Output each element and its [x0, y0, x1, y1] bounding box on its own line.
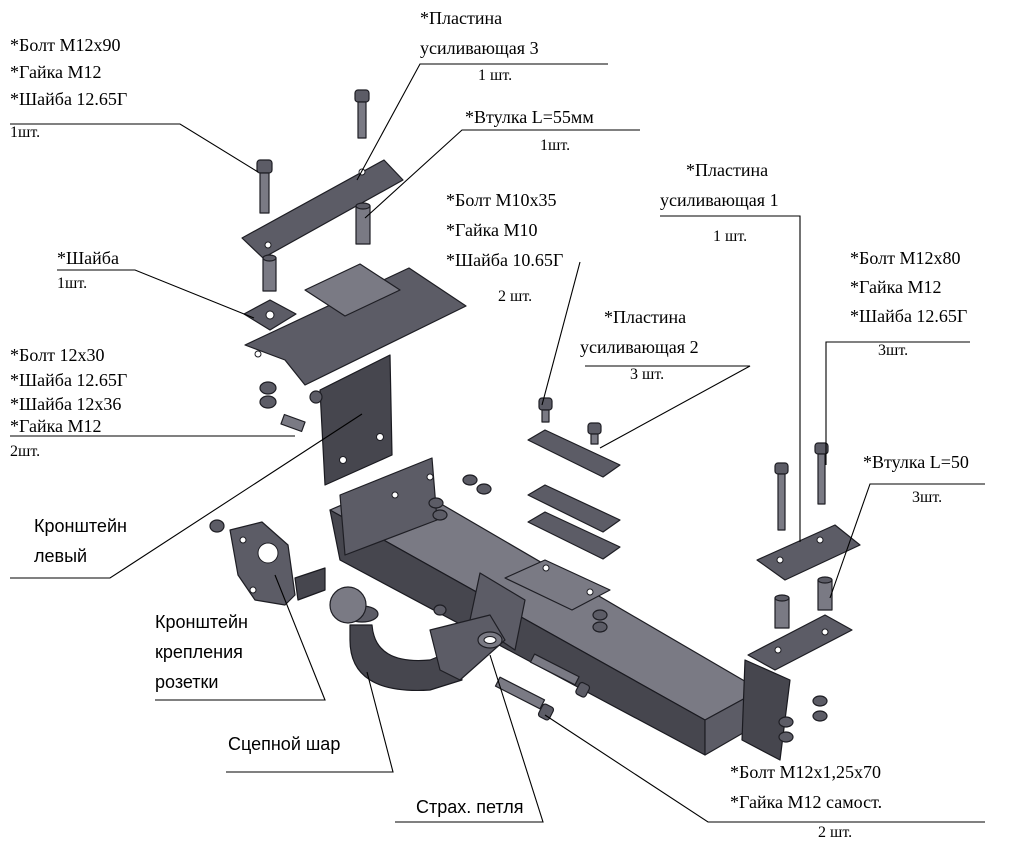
socket-bracket [209, 519, 326, 606]
nuts-right [778, 695, 828, 743]
bolt-top [354, 89, 370, 139]
nuts-middle [428, 474, 492, 521]
label-bolt-m12x90: *Болт М12х90 *Гайка М12 *Шайба 12.65Г 1ш… [10, 35, 132, 141]
label-plate-2: *Пластина усиливающая 2 3 шт. [580, 307, 703, 383]
safety-loop [477, 631, 503, 649]
bolt-m12x90 [256, 159, 273, 214]
bolts-m12x80 [774, 442, 829, 531]
label-washer: *Шайба 1шт. [57, 248, 123, 292]
label-safety-loop: Страх. петля [416, 797, 524, 817]
sleeves-50 [774, 576, 833, 629]
label-bracket-left: Кронштейн левый [34, 516, 132, 566]
label-bolt-12x30: *Болт 12х30 *Шайба 12.65Г *Шайба 12х36 *… [10, 345, 132, 460]
bolt-12x30-set [259, 381, 323, 433]
label-plate-1: *Пластина усиливающая 1 1 шт. [660, 160, 783, 245]
tow-ball [329, 586, 506, 692]
label-tow-ball: Сцепной шар [228, 734, 340, 754]
label-bolt-m10x35: *Болт М10х35 *Гайка М10 *Шайба 10.65Г 2 … [446, 190, 568, 305]
reinforcing-plates-2 [527, 429, 621, 560]
right-bracket [741, 614, 853, 761]
leader-lines [10, 63, 985, 823]
bolts-m10x35 [538, 397, 602, 445]
part-labels: *Болт М12х90 *Гайка М12 *Шайба 12.65Г 1ш… [10, 8, 973, 841]
center-mount [469, 559, 611, 651]
sleeve-small [262, 254, 277, 292]
parts [209, 89, 861, 761]
sleeve-55 [355, 202, 371, 245]
label-bolt-m12x80: *Болт М12х80 *Гайка М12 *Шайба 12.65Г 3ш… [850, 248, 972, 359]
bolts-m12x125x70 [433, 604, 608, 721]
reinforcing-plate-3 [241, 159, 404, 259]
label-sleeve-50: *Втулка L=50 3шт. [863, 452, 973, 506]
reinforcing-plate-1 [756, 524, 861, 581]
label-bracket-socket: Кронштейн крепления розетки [155, 612, 253, 692]
label-bolt-m12x125: *Болт М12х1,25х70 *Гайка М12 самост. 2 ш… [730, 762, 887, 841]
label-sleeve-55: *Втулка L=55мм 1шт. [465, 107, 598, 154]
label-plate-3: *Пластина усиливающая 3 1 шт. [420, 8, 543, 84]
left-bracket [244, 263, 467, 486]
